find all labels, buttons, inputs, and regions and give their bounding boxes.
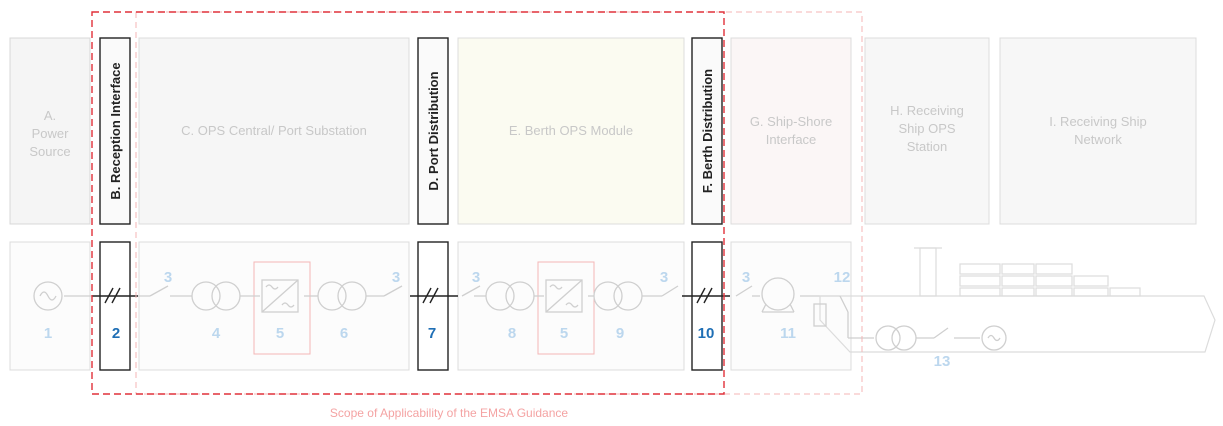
number-3-e-right: 3	[660, 269, 668, 286]
block-h-label-line3: Station	[907, 139, 947, 154]
transformer-icon-4	[191, 281, 241, 311]
block-d-label: D. Port Distribution	[426, 71, 441, 190]
block-g-label-line1: G. Ship-Shore	[750, 114, 832, 129]
transformer-icon-9	[593, 281, 643, 311]
block-i-label-line2: Network	[1074, 132, 1122, 147]
number-3-e-left: 3	[472, 269, 480, 286]
disconnect-mark-d	[422, 287, 439, 304]
block-e-berth-ops-module	[457, 37, 685, 225]
block-g-ship-shore-interface	[730, 37, 852, 225]
block-h-label-line2: Ship OPS	[898, 121, 955, 136]
panel-e-bottom	[457, 241, 685, 371]
number-11: 11	[780, 325, 796, 342]
block-h-receiving-ship-ops	[864, 37, 990, 225]
panel-a-bottom	[9, 241, 91, 371]
number-2: 2	[112, 325, 120, 342]
converter-box-e	[537, 261, 595, 355]
scope-label: Scope of Applicability of the EMSA Guida…	[330, 406, 568, 420]
number-10: 10	[698, 325, 715, 342]
number-3-c-right: 3	[392, 269, 400, 286]
frequency-converter-icon-c	[261, 279, 299, 313]
panel-d-bottom	[417, 241, 449, 371]
number-6: 6	[340, 325, 348, 342]
block-b-reception-interface	[99, 37, 131, 225]
block-d-port-distribution	[417, 37, 449, 225]
block-g-label-line2: Interface	[766, 132, 817, 147]
converter-box-c	[253, 261, 311, 355]
ship-silhouette-icon	[819, 247, 1216, 353]
transformer-icon-8	[485, 281, 535, 311]
transformer-icon-6	[317, 281, 367, 311]
block-a-power-source	[9, 37, 91, 225]
number-3-g: 3	[742, 269, 750, 286]
block-b-label: B. Reception Interface	[108, 62, 123, 199]
block-i-receiving-ship-network	[999, 37, 1197, 225]
number-13: 13	[934, 353, 951, 370]
panel-c-bottom	[138, 241, 410, 371]
component-numbers: 1 2 3 4 5 6 3 7 3 8 5 9 3 10 3 11 12 13	[44, 269, 951, 370]
block-c-label: C. OPS Central/ Port Substation	[181, 123, 367, 138]
panel-b-bottom	[99, 241, 131, 371]
breaker-icon	[149, 285, 753, 297]
block-h-label-line1: H. Receiving	[890, 103, 964, 118]
block-a-label-line1: A.	[44, 108, 56, 123]
panel-f-bottom	[691, 241, 723, 371]
block-f-label: F. Berth Distribution	[700, 69, 715, 193]
block-i-label-line1: I. Receiving Ship	[1049, 114, 1147, 129]
frequency-converter-icon-e	[545, 279, 583, 313]
block-e-label: E. Berth OPS Module	[509, 123, 633, 138]
block-f-berth-distribution	[691, 37, 723, 225]
block-a-label-line2: Power	[32, 126, 70, 141]
number-12: 12	[834, 269, 851, 286]
disconnect-mark-b	[104, 287, 121, 304]
block-a-label-line3: Source	[29, 144, 70, 159]
number-5-c: 5	[276, 325, 284, 342]
number-1: 1	[44, 325, 52, 342]
number-4: 4	[212, 325, 221, 342]
cable-reel-icon	[761, 277, 795, 313]
number-7: 7	[428, 325, 436, 342]
disconnect-mark-f	[696, 287, 713, 304]
ship-connection-icon	[813, 295, 1007, 351]
block-c-ops-central	[138, 37, 410, 225]
number-8: 8	[508, 325, 516, 342]
number-9: 9	[616, 325, 624, 342]
ac-source-icon	[33, 281, 63, 311]
scope-outline	[91, 11, 725, 395]
number-5-e: 5	[560, 325, 568, 342]
number-3-c-left: 3	[164, 269, 172, 286]
